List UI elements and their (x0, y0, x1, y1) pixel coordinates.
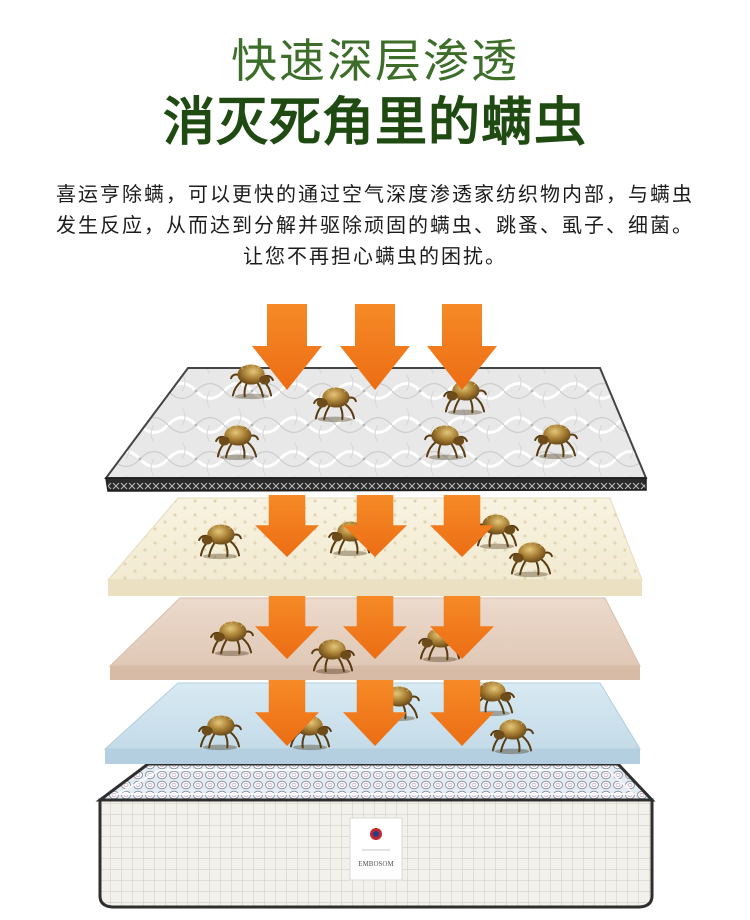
mattress-label-text: EMBOSOM (358, 860, 394, 868)
subheadline: 消灭死角里的螨虫 (162, 93, 587, 153)
description: 喜运亨除螨，可以更快的通过空气深度渗透家纺织物内部，与螨虫 发生反应，从而达到分… (0, 179, 750, 272)
spring-base-mattress: EMBOSOM (95, 762, 656, 909)
description-line: 发生反应，从而达到分解并驱除顽固的螨虫、跳蚤、虱子、细菌。 (56, 213, 694, 237)
mattress-label: EMBOSOM (349, 817, 403, 881)
description-line: 喜运亨除螨，可以更快的通过空气深度渗透家纺织物内部，与螨虫 (56, 182, 694, 206)
headline: 快速深层渗透 (231, 34, 519, 88)
description-line: 让您不再担心螨虫的困扰。 (243, 244, 507, 268)
